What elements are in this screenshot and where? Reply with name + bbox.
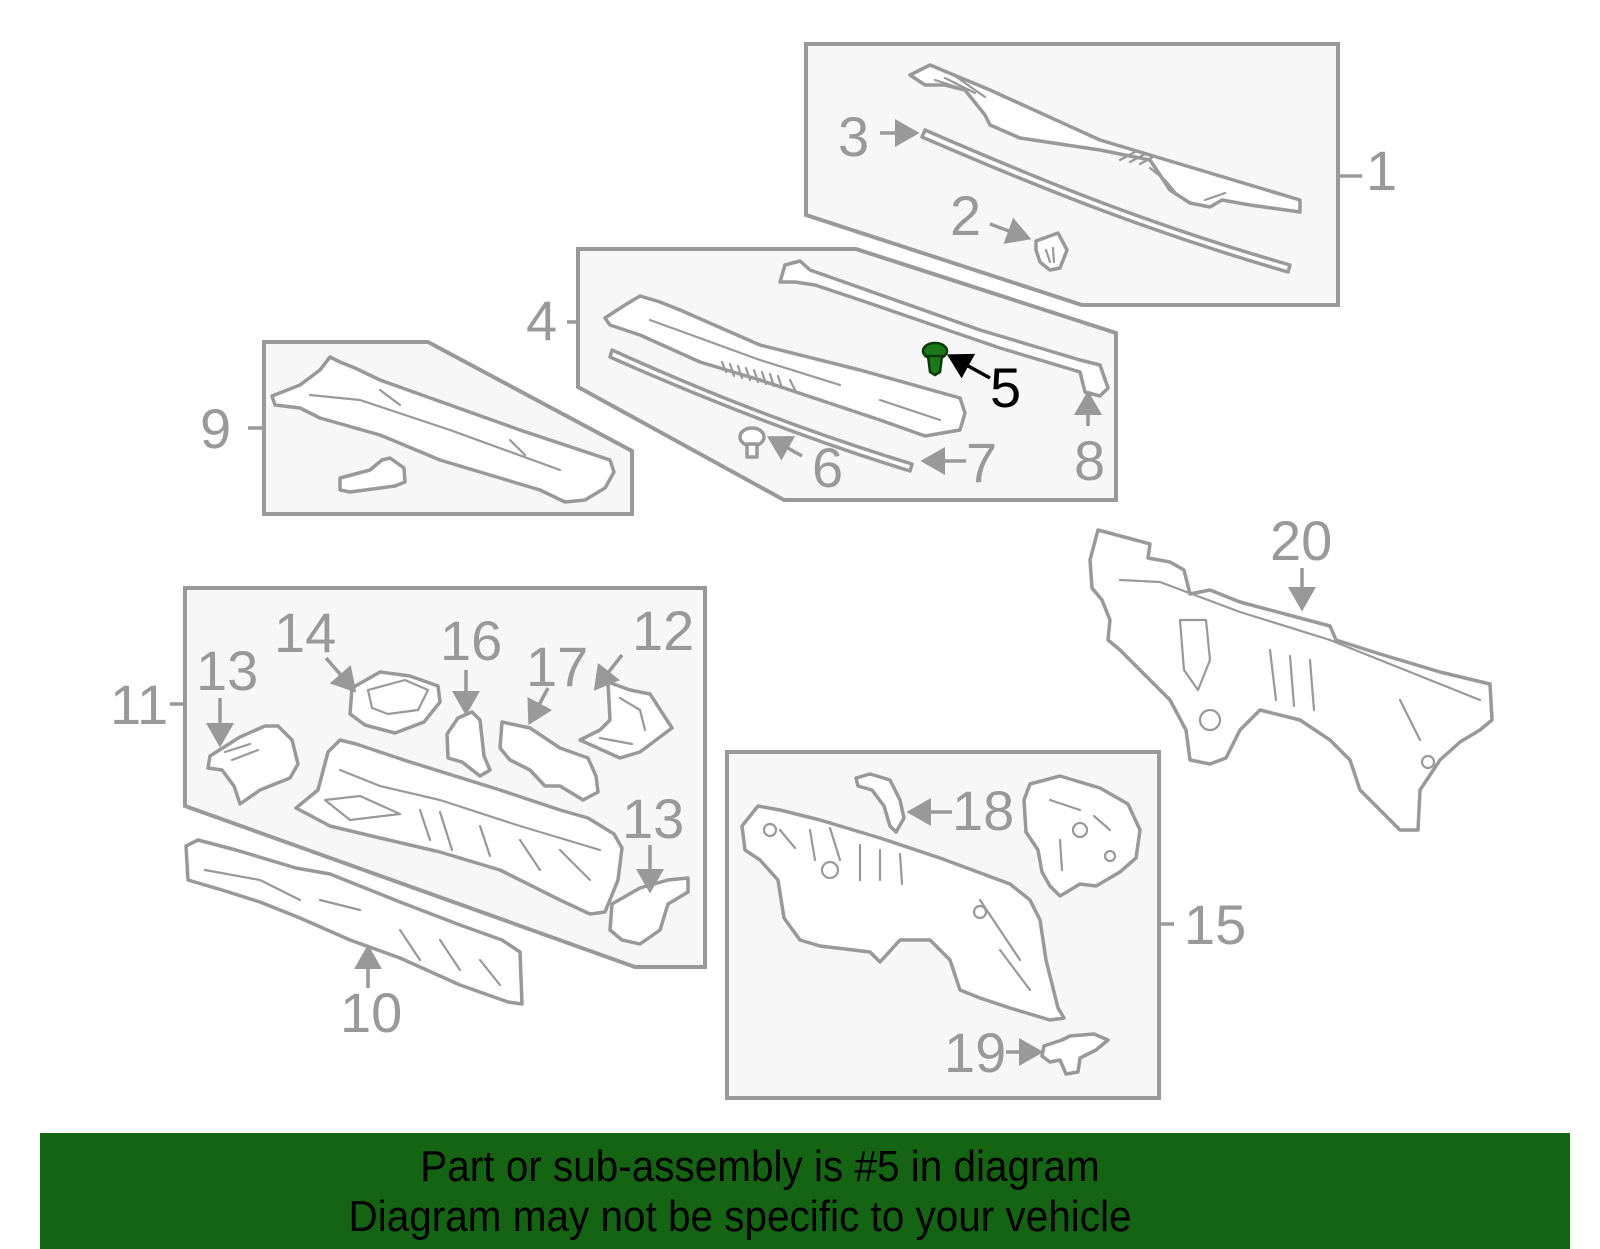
part-20-dash-insulator[interactable]	[1088, 528, 1494, 832]
part-9-bracket[interactable]	[338, 456, 407, 494]
callout-20[interactable]: 20	[1270, 509, 1332, 572]
callout-7[interactable]: 7	[966, 431, 997, 494]
part-12-bracket[interactable]	[578, 680, 674, 760]
callout-8[interactable]: 8	[1074, 429, 1105, 492]
part-9-cowl-panel[interactable]	[270, 355, 616, 504]
callout-15[interactable]: 15	[1184, 893, 1246, 956]
part-11-dash-upper[interactable]	[294, 738, 624, 916]
part-14-pad[interactable]	[348, 670, 442, 735]
part-2-clip[interactable]	[1034, 231, 1069, 272]
group-box-15: 15 18 19	[725, 750, 1246, 1100]
callout-4[interactable]: 4	[526, 289, 557, 352]
callout-5[interactable]: 5	[990, 356, 1021, 419]
part-18-bracket[interactable]	[854, 772, 906, 834]
part-15-right-panel[interactable]	[1022, 774, 1142, 898]
group-box-1: 1 2 3	[804, 42, 1397, 307]
group-box-4: 4 5 6 7 8	[526, 247, 1118, 502]
callout-18[interactable]: 18	[952, 779, 1014, 842]
callout-13-left[interactable]: 13	[196, 639, 258, 702]
banner-line-disclaimer: Diagram may not be specific to your vehi…	[348, 1192, 1132, 1241]
part-5-clip-highlighted[interactable]	[921, 341, 949, 377]
part-17-bracket[interactable]	[498, 720, 600, 802]
part-7-seal[interactable]	[608, 348, 914, 473]
group-box-9: 9	[200, 340, 634, 516]
info-banner: Part or sub-assembly is #5 in diagram Di…	[40, 1133, 1570, 1249]
part-19-bracket[interactable]	[1040, 1032, 1110, 1076]
parts-diagram: 1 2 3 4 5 6 7	[110, 42, 1494, 1100]
callout-11[interactable]: 11	[110, 673, 168, 736]
part-cowl-vent-panel[interactable]	[908, 63, 1302, 214]
callout-9[interactable]: 9	[200, 397, 231, 460]
callout-16[interactable]: 16	[440, 609, 502, 672]
callout-10[interactable]: 10	[340, 981, 402, 1044]
callout-17[interactable]: 17	[526, 635, 588, 698]
callout-1[interactable]: 1	[1366, 139, 1397, 202]
part-15-dash-panel[interactable]	[740, 804, 1066, 1022]
callout-19[interactable]: 19	[944, 1021, 1006, 1084]
callout-2[interactable]: 2	[950, 184, 981, 247]
callout-13-right[interactable]: 13	[622, 787, 684, 850]
part-10-dash-lower[interactable]	[184, 838, 524, 1006]
part-3-seal[interactable]	[920, 128, 1292, 274]
group-box-11: 11 12 13 13 14 16 17	[110, 586, 707, 969]
part-cowl-grille[interactable]	[603, 294, 967, 438]
callout-6[interactable]: 6	[812, 436, 843, 499]
banner-line-part-number: Part or sub-assembly is #5 in diagram	[420, 1142, 1100, 1191]
callout-14[interactable]: 14	[274, 601, 336, 664]
callout-12[interactable]: 12	[632, 599, 694, 662]
callout-3[interactable]: 3	[838, 105, 869, 168]
part-6-clip[interactable]	[738, 426, 766, 459]
